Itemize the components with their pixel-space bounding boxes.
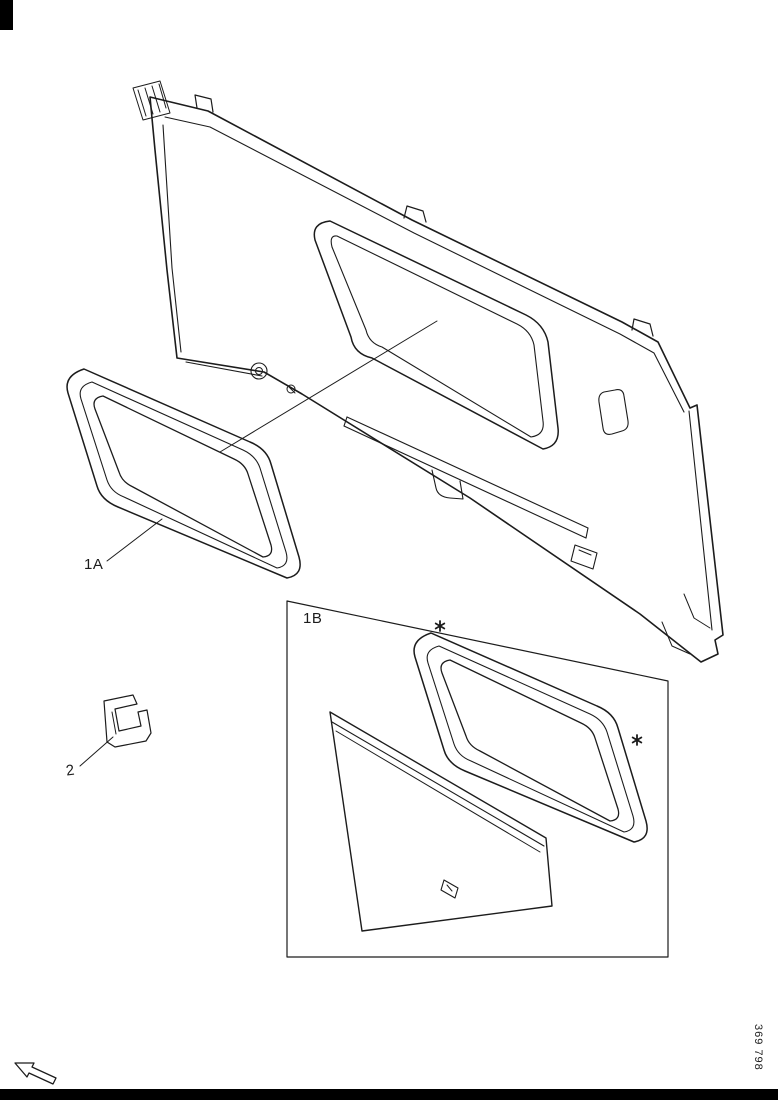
leader-line-1a — [106, 518, 163, 562]
curtain-drawing — [329, 711, 553, 932]
grommet-hole — [250, 362, 268, 380]
clip-2-drawing — [79, 694, 152, 767]
window-seal-1a-drawing — [66, 368, 301, 579]
document-number: 369 798 — [752, 1024, 764, 1071]
leader-line-2 — [79, 736, 114, 767]
direction-arrow-icon — [14, 1062, 57, 1085]
page-edge-artifact-bottom — [0, 1089, 778, 1100]
curtain-clip — [440, 879, 459, 899]
fastener-mark-icon — [631, 734, 643, 746]
lower-strip-drawing — [343, 416, 589, 539]
label-item-1a: 1A — [84, 556, 104, 573]
fastener-mark-icon — [434, 620, 446, 632]
hatch-bracket — [132, 80, 171, 121]
main-panel-drawing — [132, 80, 724, 663]
window-seal-1b-drawing — [413, 632, 648, 843]
leader-line-window-to-1a — [219, 320, 438, 453]
page-edge-artifact-top-left — [0, 0, 13, 30]
screw-pin — [286, 384, 296, 394]
label-item-1b: 1B — [303, 610, 323, 627]
small-bracket — [570, 544, 598, 570]
recess-detail — [598, 389, 629, 435]
detail-box-1b — [286, 600, 669, 958]
window-opening-drawing — [313, 220, 559, 450]
detail-box-frame — [286, 600, 669, 958]
